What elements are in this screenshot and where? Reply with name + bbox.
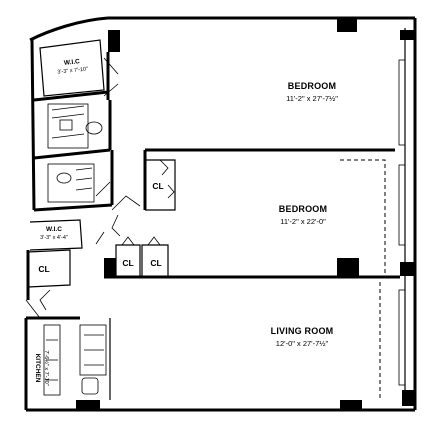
kitchen-fixtures: [43, 324, 107, 396]
windows: [398, 30, 414, 406]
bedroom1-dims: 11'-2" x 27'-7½": [286, 94, 338, 103]
living-room-dims: 12'-0" x 27'-7½": [276, 339, 329, 348]
wic1-dims: 3'-3" x 7'-10": [57, 66, 88, 75]
bedroom2-name: BEDROOM: [279, 204, 327, 214]
wic2-label: W.I.C 3'-3" x 4'-4": [40, 226, 68, 241]
kitchen-name: KITCHEN: [34, 354, 41, 383]
bedroom1-name: BEDROOM: [288, 81, 336, 91]
kitchen-dims: 7'-6½" x 7'-10": [43, 350, 50, 385]
closet-foyer-label: CL: [38, 264, 49, 274]
closet-right-label: CL: [150, 258, 161, 268]
columns: [76, 18, 362, 410]
living-room-name: LIVING ROOM: [271, 326, 334, 336]
kitchen-label: KITCHEN 7'-6½" x 7'-10": [34, 350, 50, 385]
exterior-walls: [24, 16, 417, 412]
bedroom2-dims: 11'-2" x 22'-0": [280, 217, 326, 226]
wic2-dims: 3'-3" x 4'-4": [40, 235, 68, 241]
wic2-name: W.I.C: [46, 226, 62, 233]
interior-walls: [26, 39, 400, 400]
closet-bedroom2-label: CL: [152, 181, 163, 191]
door-swings: [25, 57, 175, 319]
wic1-label: W.I.C 3'-3" x 7'-10": [57, 58, 88, 75]
closet-left-label: CL: [122, 258, 133, 268]
wic1-name: W.I.C: [64, 58, 81, 67]
bath-fixtures: [47, 103, 103, 203]
